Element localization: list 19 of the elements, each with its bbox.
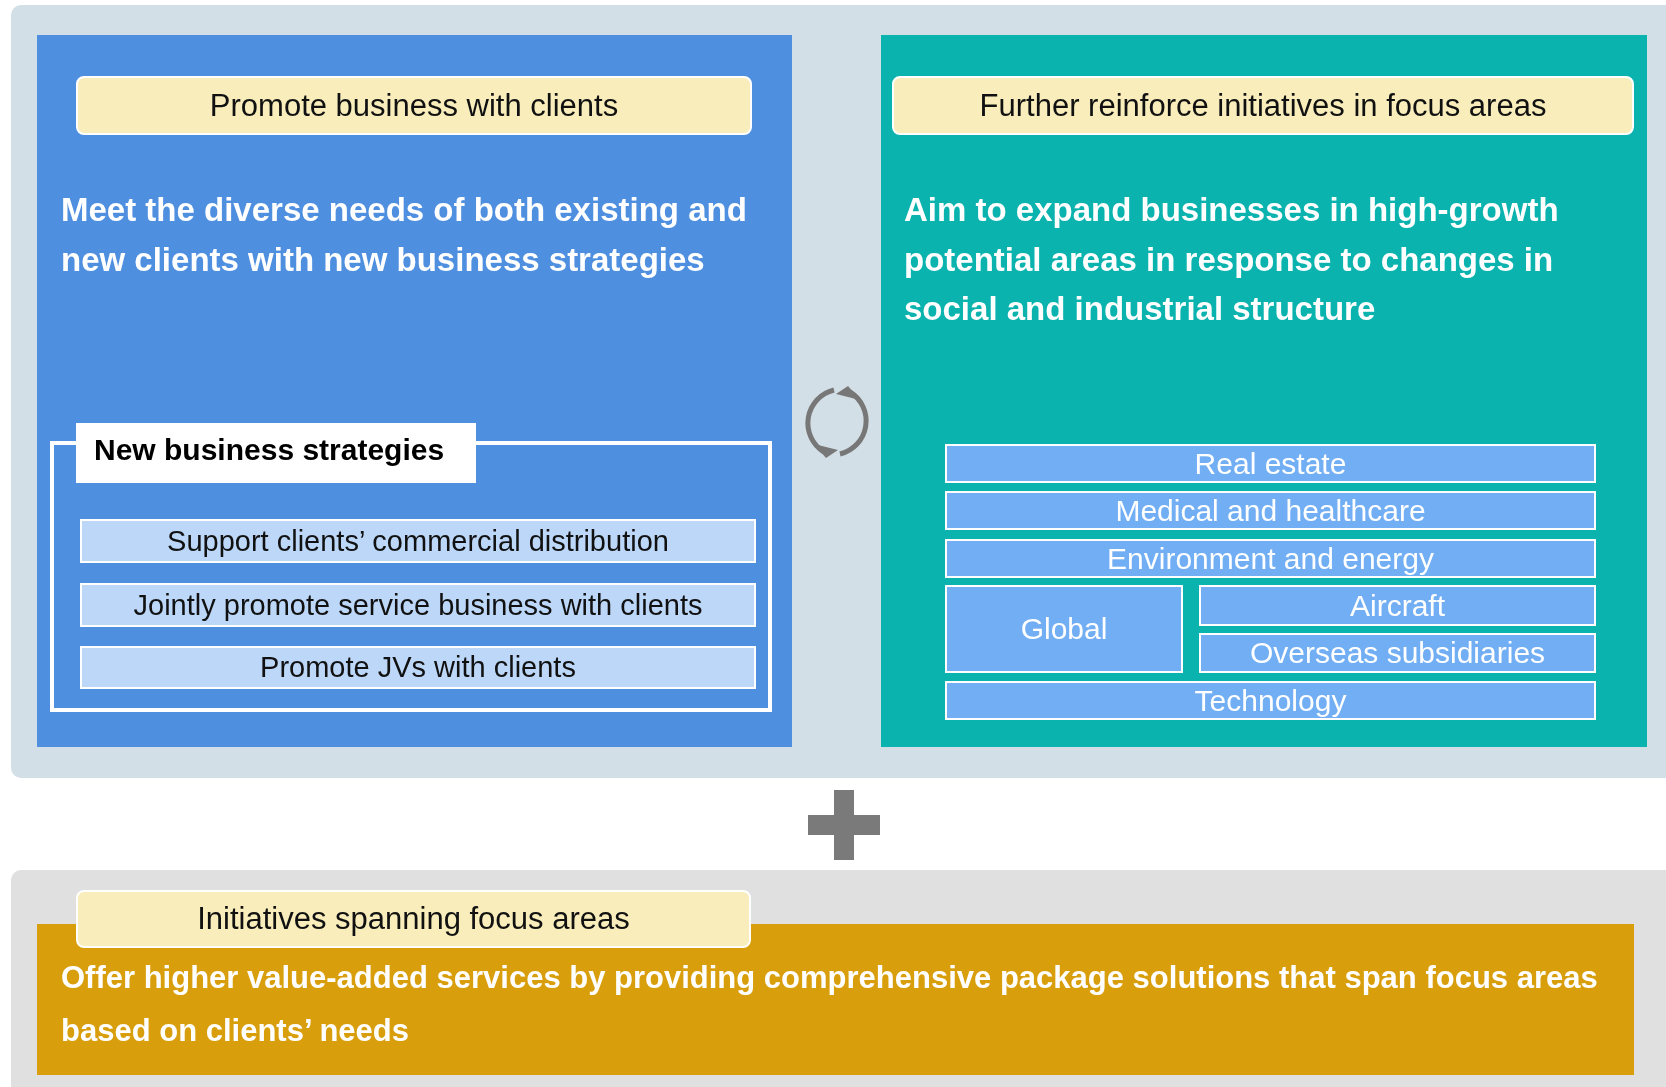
panel-text: Offer higher value-added services by providing comprehensive package solutions that span focus areas based on clients’ needs	[61, 959, 1599, 1050]
focus-area-bar: Real estate	[945, 444, 1596, 483]
focus-area-bar: Aircraft	[1199, 585, 1596, 626]
focus-area-bar: Technology	[945, 681, 1596, 720]
strategy-panel	[881, 35, 1647, 747]
heading-tab: Further reinforce initiatives in focus areas	[892, 76, 1634, 135]
strategy-bar: Support clients’ commercial distribution	[80, 519, 756, 563]
group-heading: New business strategies	[76, 423, 476, 483]
focus-area-bar: Medical and healthcare	[945, 491, 1596, 530]
focus-area-bar: Environment and energy	[945, 539, 1596, 578]
panel-text: Aim to expand businesses in high-growth potential areas in response to changes in social and industrial structure	[904, 190, 1560, 329]
heading-tab: Initiatives spanning focus areas	[76, 890, 751, 948]
strategy-bar: Jointly promote service business with clients	[80, 583, 756, 627]
focus-area-bar: Global	[945, 585, 1183, 673]
strategy-bar: Promote JVs with clients	[80, 646, 756, 689]
panel-text: Meet the diverse needs of both existing and new clients with new business strategies	[61, 190, 748, 280]
focus-area-bar: Overseas subsidiaries	[1199, 633, 1596, 673]
strategy-panel	[37, 35, 792, 747]
heading-tab: Promote business with clients	[76, 76, 752, 135]
